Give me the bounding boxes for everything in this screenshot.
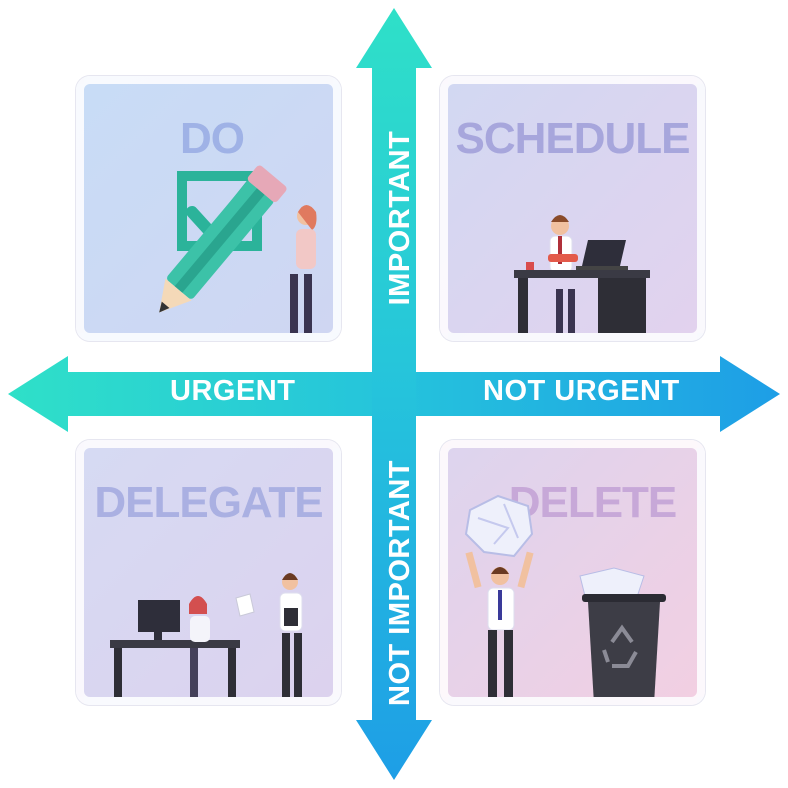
monitor-icon — [138, 600, 180, 642]
man-at-desk — [548, 215, 578, 333]
desk — [514, 270, 650, 333]
woman-figure — [189, 596, 210, 697]
quadrant-schedule: SCHEDULE — [440, 76, 705, 341]
axis-label-urgent: URGENT — [170, 375, 296, 407]
quadrant-delegate: DELEGATE — [76, 440, 341, 705]
recycle-icon — [602, 624, 638, 668]
man-figure — [279, 573, 303, 697]
quadrant-title-delegate: DELEGATE — [94, 478, 323, 527]
trash-bin-icon — [579, 567, 666, 697]
axis-label-important: IMPORTANT — [384, 130, 416, 306]
delegate-illustration — [110, 573, 303, 697]
quadrant-title-schedule: SCHEDULE — [455, 114, 690, 163]
mug-icon — [526, 262, 534, 272]
laptop-icon — [576, 240, 628, 270]
crumpled-paper-icon — [464, 494, 534, 558]
quadrant-do: DO — [76, 76, 341, 341]
delete-illustration — [464, 494, 666, 697]
woman-figure — [290, 205, 317, 333]
schedule-illustration — [514, 215, 650, 333]
do-illustration — [159, 165, 317, 333]
man-figure — [465, 551, 534, 697]
quadrant-title-delete: DELETE — [508, 478, 678, 527]
axis-label-not-urgent: NOT URGENT — [483, 375, 680, 407]
vertical-axis-arrow — [356, 8, 432, 780]
document-icon — [235, 593, 255, 617]
quadrant-title-do: DO — [180, 114, 245, 163]
desk — [110, 640, 240, 697]
quadrant-delete: DELETE — [440, 440, 705, 705]
pencil-icon — [159, 165, 287, 313]
axis-label-not-important: NOT IMPORTANT — [384, 460, 416, 706]
